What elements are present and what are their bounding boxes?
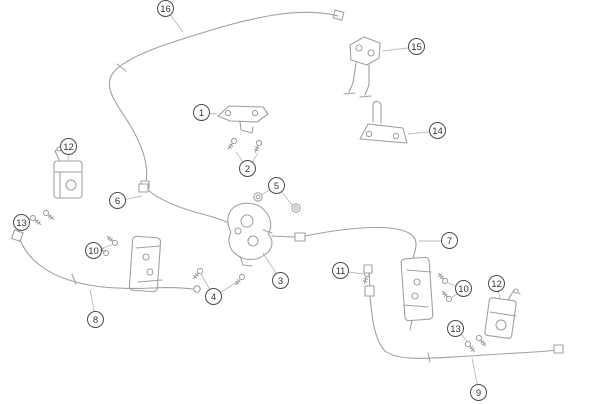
callout-1[interactable]: 1: [193, 104, 210, 121]
callout-11[interactable]: 11: [332, 262, 349, 279]
actuator-12-left: [53, 146, 83, 199]
callout-2[interactable]: 2: [239, 160, 256, 177]
callout-16[interactable]: 16: [157, 0, 174, 17]
bracket-15: [343, 36, 381, 98]
callout-10-left[interactable]: 10: [85, 242, 102, 259]
callout-7[interactable]: 7: [441, 232, 458, 249]
callout-12-right[interactable]: 12: [488, 275, 505, 292]
cable-9: [363, 264, 564, 363]
actuator-12-right: [484, 288, 521, 339]
bracket-14: [359, 100, 408, 144]
callout-12-left[interactable]: 12: [60, 138, 77, 155]
module-right: [400, 256, 434, 331]
callout-4[interactable]: 4: [205, 288, 222, 305]
cable-8: [10, 229, 201, 293]
bracket-1: [217, 105, 269, 134]
module-left: [128, 235, 163, 293]
callout-15[interactable]: 15: [408, 38, 425, 55]
callout-8[interactable]: 8: [87, 311, 104, 328]
callout-6[interactable]: 6: [109, 192, 126, 209]
cable-7: [271, 226, 417, 265]
callout-3[interactable]: 3: [272, 272, 289, 289]
callout-14[interactable]: 14: [429, 122, 446, 139]
callout-10-right[interactable]: 10: [455, 280, 472, 297]
cable-6: [138, 183, 234, 226]
callout-13-right[interactable]: 13: [447, 320, 464, 337]
callout-5[interactable]: 5: [268, 177, 285, 194]
callout-13-left[interactable]: 13: [13, 214, 30, 231]
callout-9[interactable]: 9: [470, 384, 487, 401]
